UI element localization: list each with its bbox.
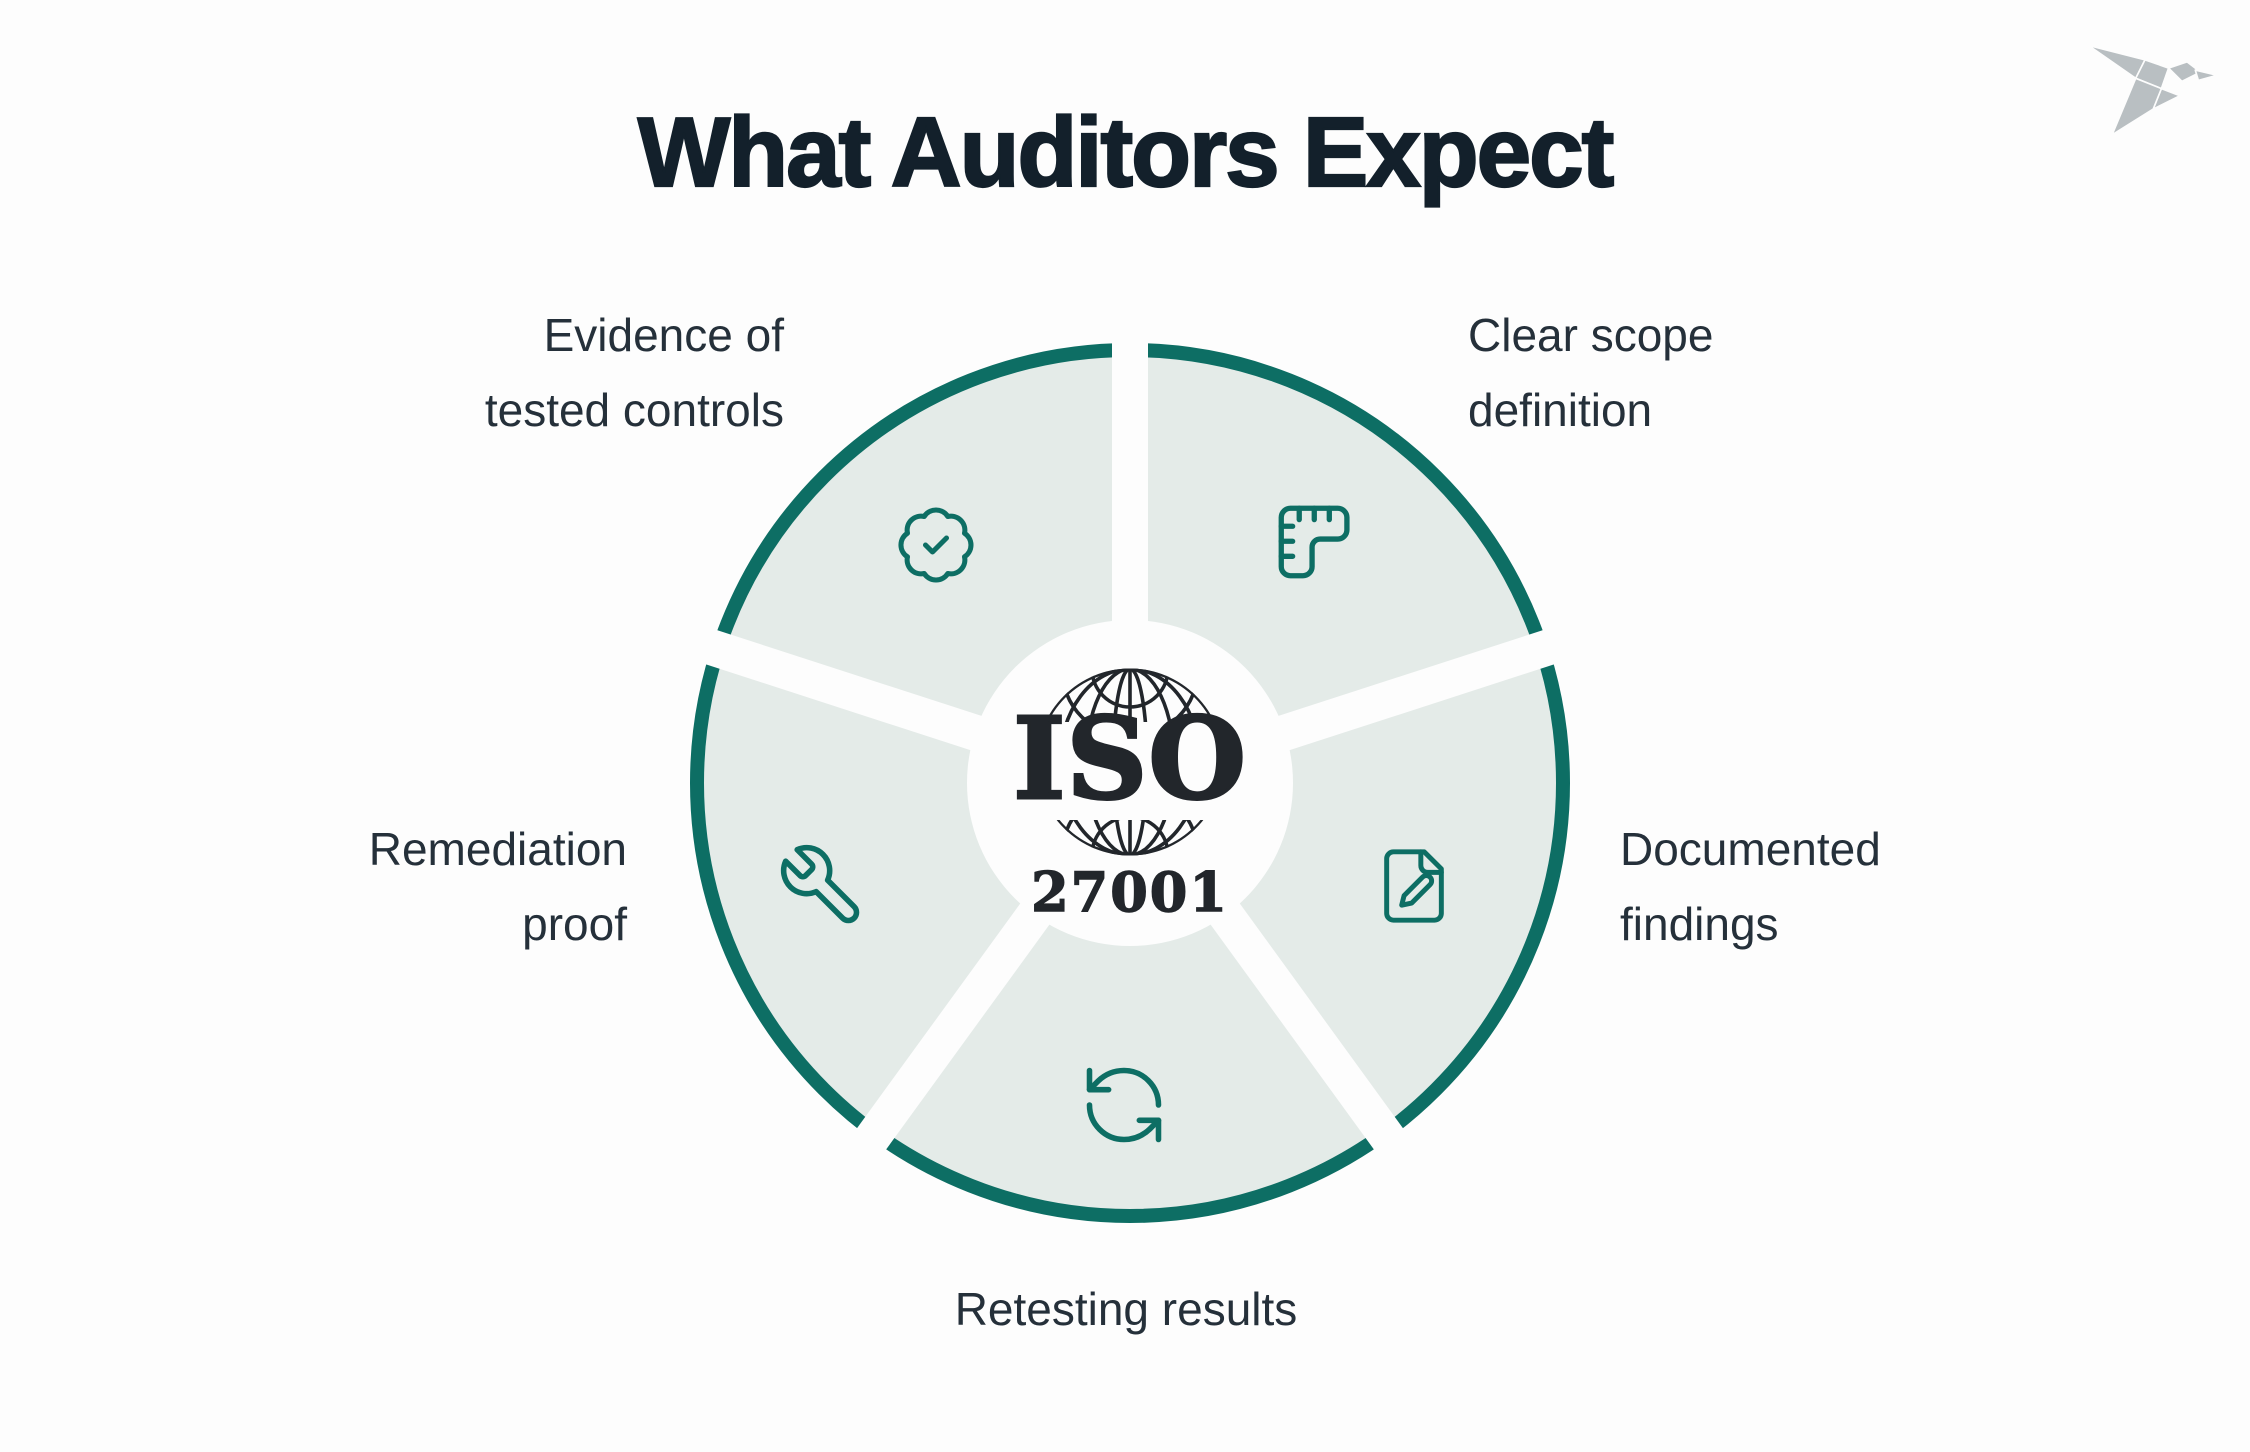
- label-line: tested controls: [484, 384, 784, 436]
- label-retesting-results: Retesting results: [826, 1272, 1426, 1347]
- label-line: Evidence of: [543, 309, 784, 361]
- bird-beak-facet: [2194, 69, 2218, 82]
- label-documented-findings: Documented findings: [1620, 812, 2080, 962]
- label-line: definition: [1468, 384, 1653, 436]
- refresh-ccw-icon: [1086, 1067, 1162, 1143]
- label-line: findings: [1620, 898, 1779, 950]
- file-pen-icon: [1384, 849, 1444, 923]
- page-title: What Auditors Expect: [637, 97, 1616, 207]
- ruler-square-icon: [1278, 505, 1350, 579]
- label-clear-scope-definition: Clear scope definition: [1468, 298, 1928, 448]
- bird-tail-facet: [2111, 77, 2163, 136]
- origami-bird-logo: [2087, 44, 2218, 136]
- label-line: Retesting results: [954, 1283, 1298, 1335]
- label-remediation-proof: Remediation proof: [177, 812, 627, 962]
- label-line: proof: [522, 898, 627, 950]
- iso-wordmark: ISO: [1012, 694, 1248, 825]
- badge-check-icon: [898, 507, 974, 583]
- label-line: Remediation: [368, 823, 627, 875]
- label-line: Documented: [1620, 823, 1881, 875]
- label-evidence-of-tested-controls: Evidence of tested controls: [334, 298, 784, 448]
- label-line: Clear scope: [1468, 309, 1714, 361]
- origami-bird-facets: [2087, 44, 2218, 136]
- wrench-icon: [780, 844, 860, 924]
- iso-standard-number: 27001: [1030, 860, 1229, 924]
- iso-text-band: [1024, 722, 1236, 820]
